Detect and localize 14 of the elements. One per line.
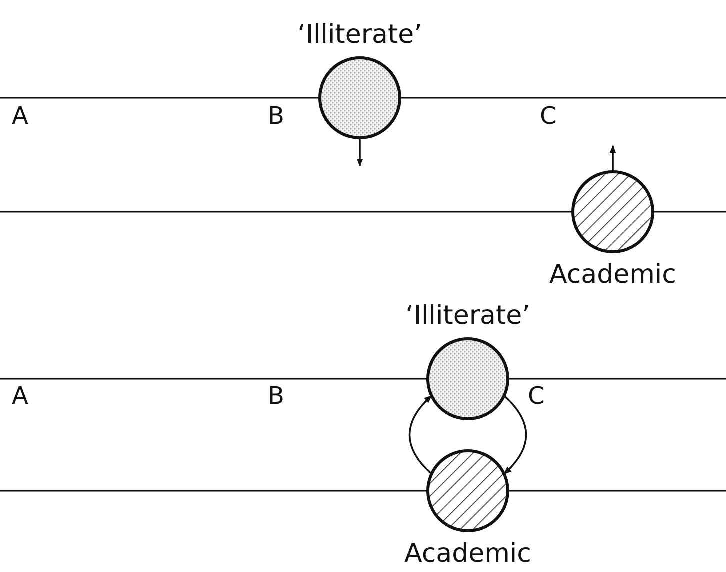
curved-arrow (408, 395, 432, 475)
point-letter: A (12, 102, 28, 130)
point-letter: A (12, 382, 28, 410)
circle-label: Academic (404, 539, 532, 569)
direction-arrow (610, 145, 616, 172)
point-letter: C (540, 102, 557, 130)
circle-label: ‘Illiterate’ (298, 20, 422, 50)
point-letter: B (268, 102, 284, 130)
circle-label: ‘Illiterate’ (406, 301, 530, 331)
direction-arrow (356, 138, 364, 167)
curved-arrow (504, 395, 528, 475)
circle-label: Academic (550, 260, 676, 290)
point-letter: C (528, 382, 545, 410)
point-letter: B (268, 382, 284, 410)
